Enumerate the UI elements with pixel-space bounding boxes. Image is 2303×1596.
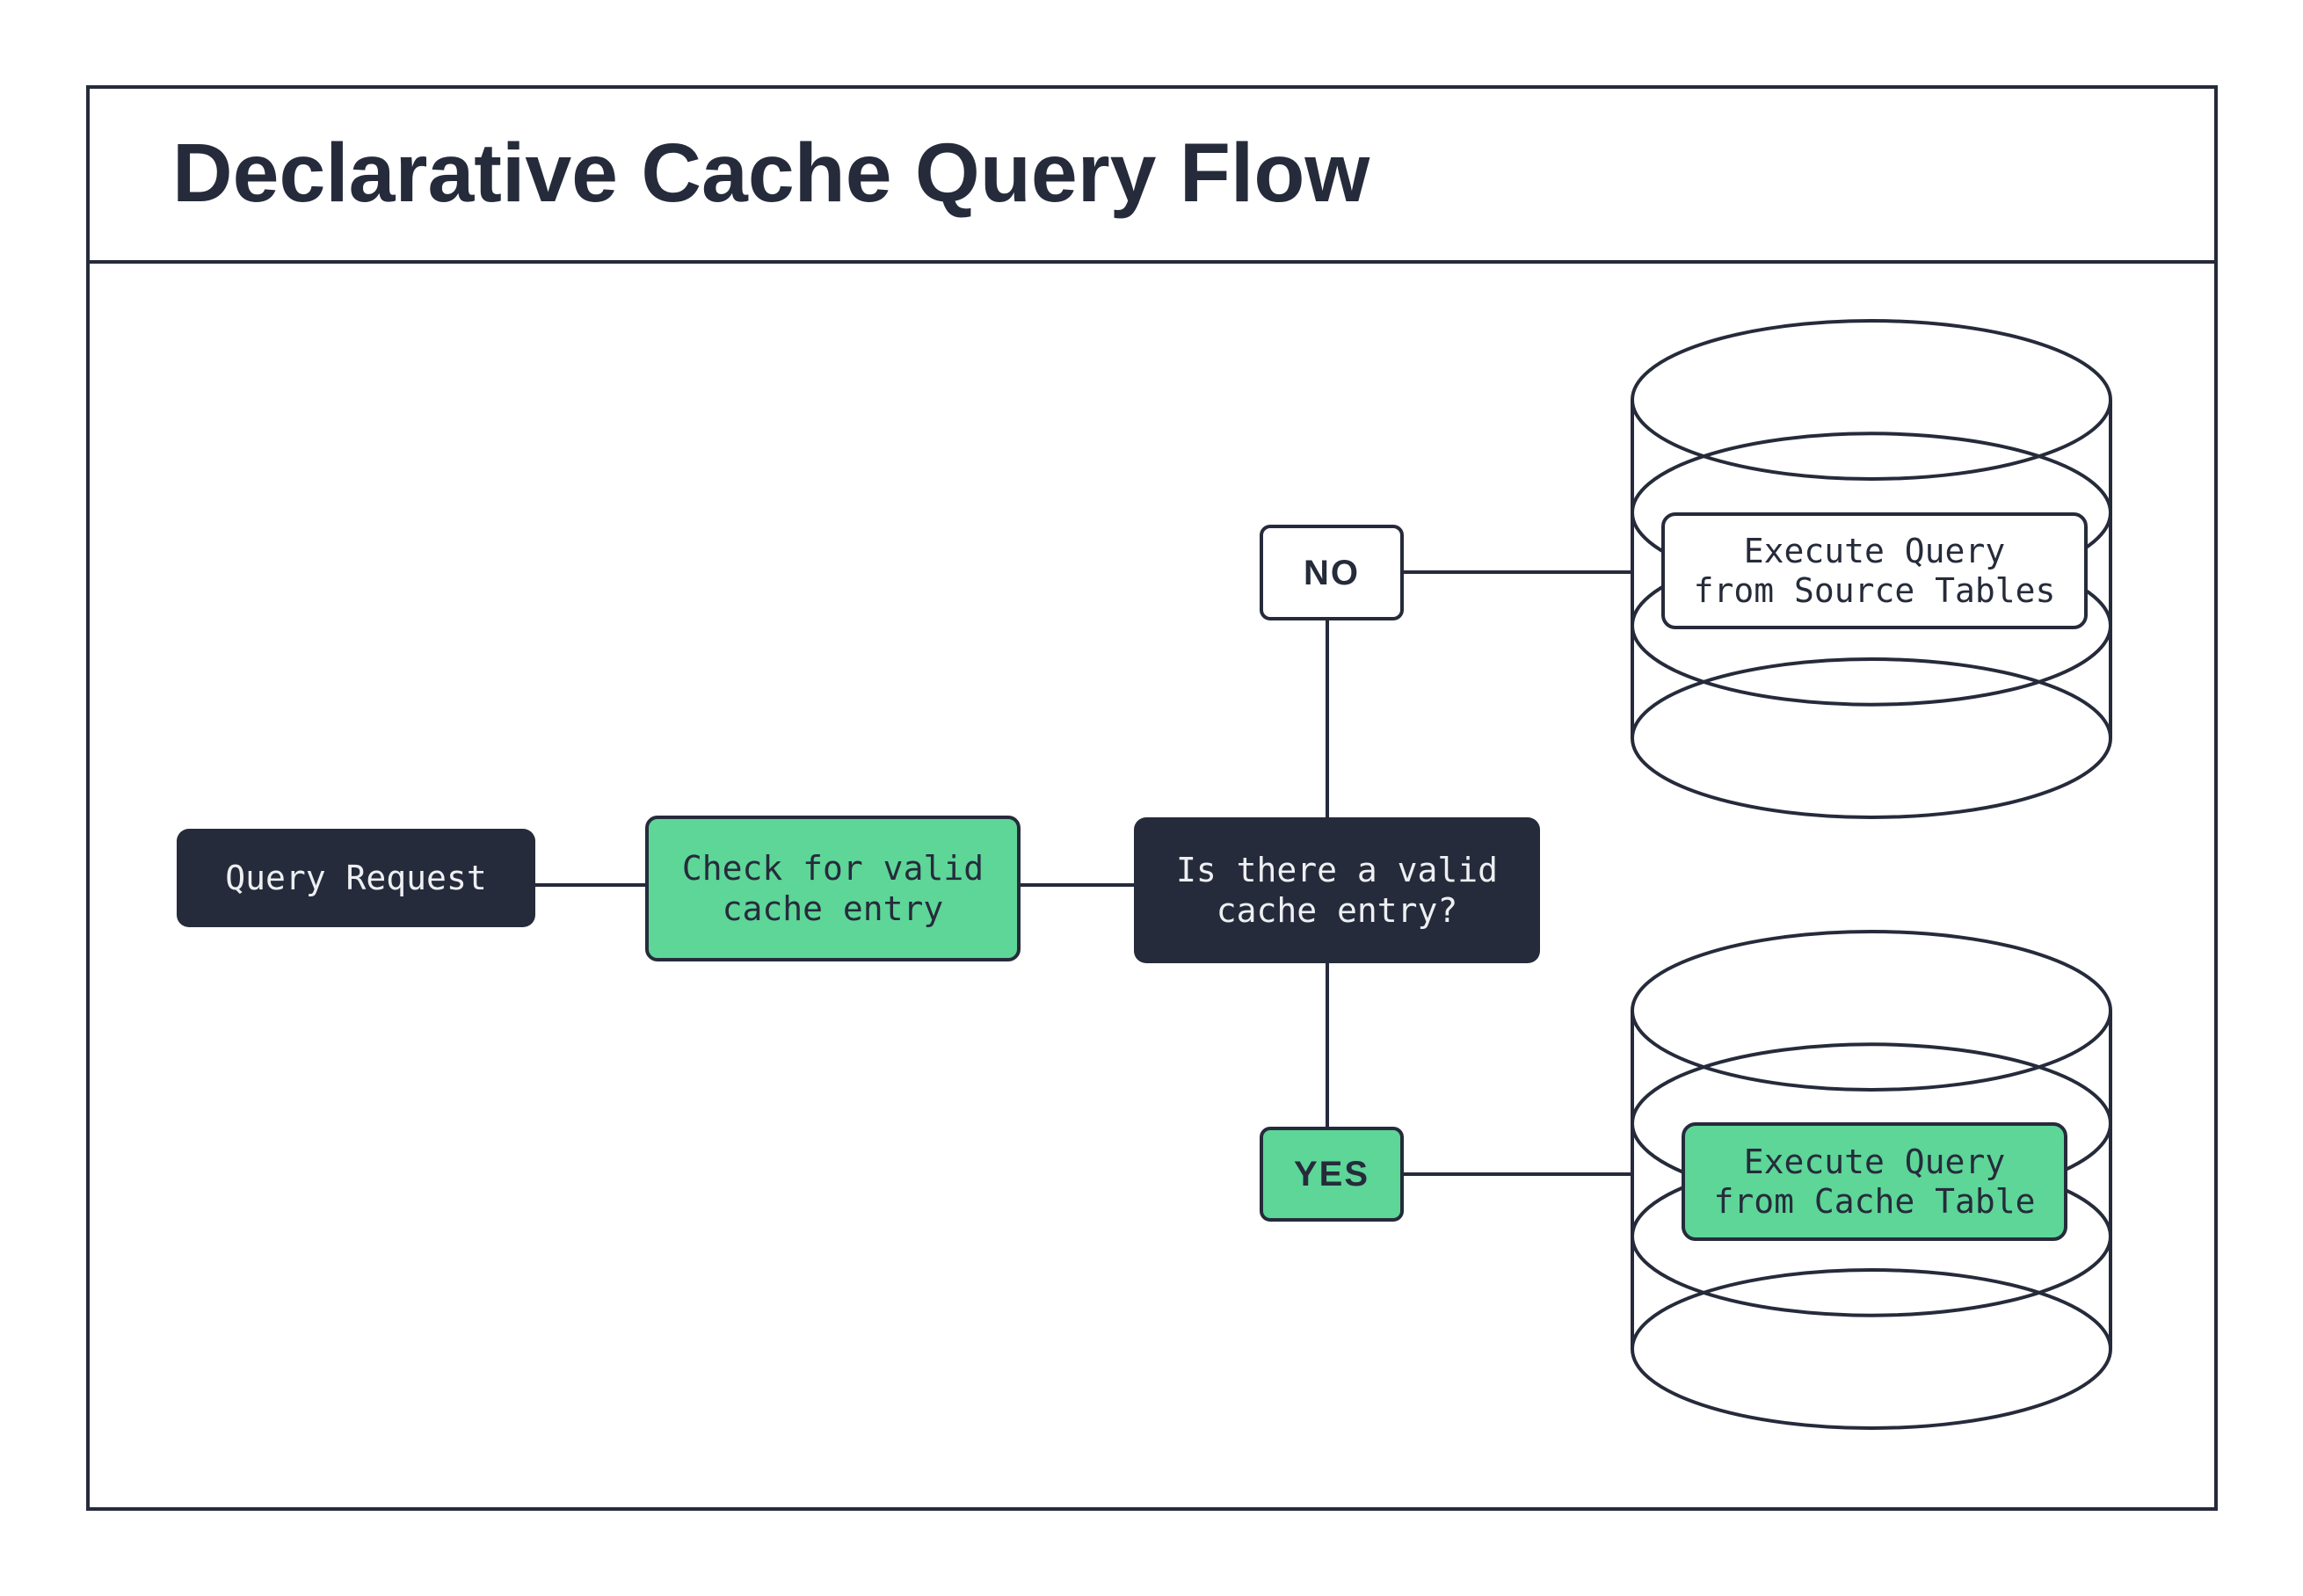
node-query-request: Query Request <box>177 829 535 927</box>
connector-check-to-decision <box>1021 883 1134 887</box>
diagram-title: Declarative Cache Query Flow <box>172 127 1370 220</box>
node-decision-line1: Is there a valid <box>1175 851 1499 889</box>
node-execute-cache-line2: from Cache Table <box>1713 1181 2036 1221</box>
title-divider <box>86 260 2218 264</box>
node-no-branch: NO <box>1260 525 1404 620</box>
node-execute-cache-table: Execute Query from Cache Table <box>1682 1122 2067 1241</box>
connector-decision-to-no <box>1326 620 1329 817</box>
node-decision-line2: cache entry? <box>1216 891 1458 930</box>
node-no-label: NO <box>1304 553 1360 592</box>
node-check-cache-line1: Check for valid <box>681 849 984 888</box>
node-query-request-label: Query Request <box>225 859 487 897</box>
node-execute-source-tables: Execute Query from Source Tables <box>1661 512 2088 629</box>
connector-decision-to-yes <box>1326 963 1329 1127</box>
node-execute-source-line1: Execute Query <box>1743 531 2006 570</box>
connector-no-to-source-db <box>1404 570 1631 574</box>
node-execute-source-line2: from Source Tables <box>1693 570 2056 610</box>
node-execute-cache-line1: Execute Query <box>1743 1142 2006 1181</box>
connector-query-to-check <box>535 883 645 887</box>
node-check-cache: Check for valid cache entry <box>645 816 1021 961</box>
node-check-cache-line2: cache entry <box>722 889 944 928</box>
diagram-frame <box>86 85 2218 1511</box>
connector-yes-to-cache-db <box>1404 1172 1631 1176</box>
node-decision-valid-cache: Is there a valid cache entry? <box>1134 817 1540 963</box>
node-yes-label: YES <box>1293 1155 1370 1193</box>
node-yes-branch: YES <box>1260 1127 1404 1222</box>
